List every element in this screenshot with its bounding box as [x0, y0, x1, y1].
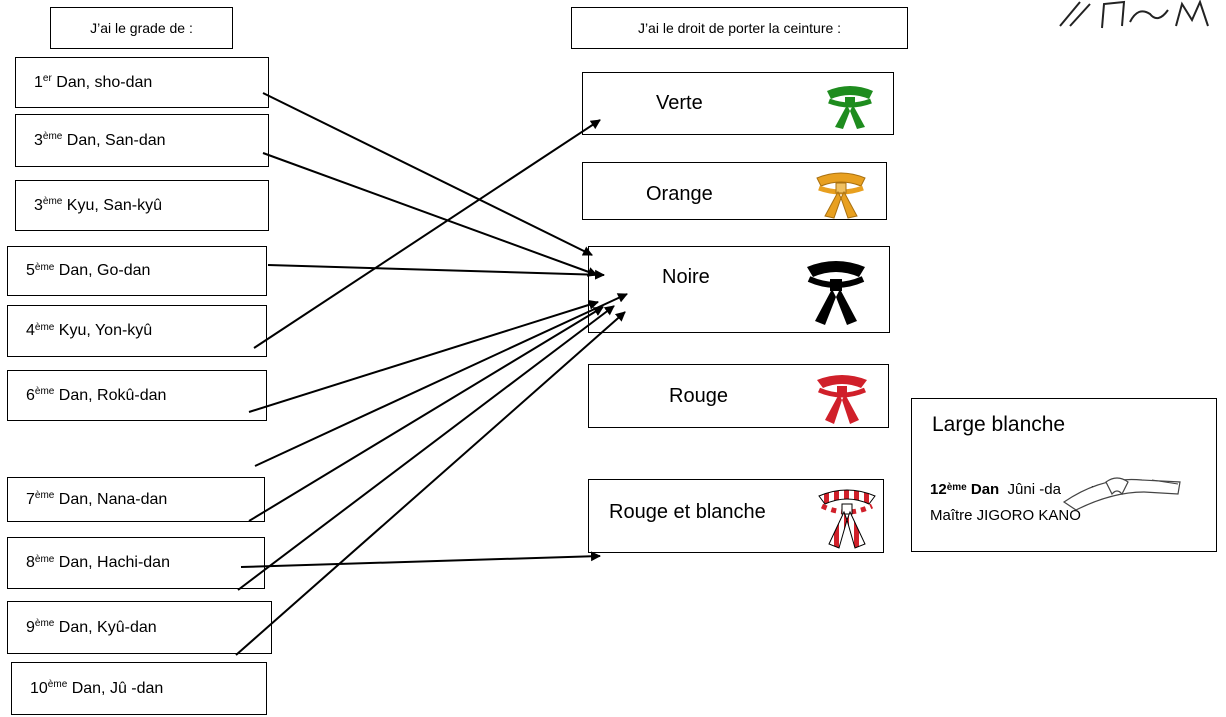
arrow-4eme-kyu-to-verte — [253, 119, 601, 349]
grade-suffix: ème — [34, 321, 55, 333]
belt-box-noire: Noire — [588, 246, 890, 333]
grade-number: 3 — [34, 196, 43, 214]
belt-label: Rouge — [669, 385, 728, 407]
grade-number: 4 — [26, 322, 35, 339]
grade-number: 7 — [26, 490, 35, 508]
red-white-belt-icon — [818, 489, 876, 549]
special-rank-text: Jûni -da — [999, 481, 1061, 498]
arrow-1er-dan-to-noire — [262, 92, 593, 256]
grade-text: Dan, Nana-dan — [54, 490, 168, 508]
grade-number: 3 — [34, 131, 43, 149]
belt-label: Orange — [646, 183, 713, 205]
special-rank-number: 12 — [930, 481, 947, 498]
grade-text: Dan, sho-dan — [51, 73, 153, 91]
grade-text: Dan, Rokû-dan — [54, 386, 167, 404]
grade-text: Dan, Jû -dan — [67, 679, 164, 697]
corner-sketch-logo — [1059, 0, 1209, 29]
belt-label: Noire — [662, 266, 710, 288]
arrow-6eme-dan-to-noire — [248, 299, 599, 413]
grade-suffix: ème — [34, 553, 55, 565]
belt-box-verte: Verte — [582, 72, 894, 135]
grade-number: 6 — [26, 386, 35, 404]
grade-suffix: ème — [34, 618, 55, 629]
grade-suffix: ème — [42, 196, 63, 207]
special-rank-dan: Dan — [966, 481, 1000, 498]
grade-suffix: ème — [34, 490, 55, 501]
grade-suffix: er — [42, 73, 52, 84]
grade-text: Kyu, Yon-kyû — [54, 322, 153, 339]
grade-number: 5 — [26, 262, 35, 279]
special-master-name: Maître JIGORO KANO — [930, 507, 1081, 524]
grade-column-header: J’ai le grade de : — [50, 7, 233, 49]
grade-suffix: ème — [34, 386, 55, 397]
belt-column-header: J’ai le droit de porter la ceinture : — [571, 7, 908, 49]
white-belt-icon — [1062, 477, 1181, 511]
special-title: Large blanche — [932, 413, 1066, 436]
grade-suffix: ème — [47, 679, 68, 690]
grade-text: Dan, Hachi-dan — [54, 554, 170, 571]
grade-suffix: ème — [42, 131, 63, 142]
black-belt-icon — [807, 261, 865, 325]
arrow-8eme-dan-to-noire — [237, 305, 615, 591]
white-belt-special-box: Large blanche 12ème Dan Jûni -dapou Maît… — [911, 398, 1217, 552]
arrow-7eme-dan-to-noire-b — [248, 306, 604, 522]
grade-number: 8 — [26, 554, 35, 571]
arrow-7eme-dan-to-noire-a — [254, 293, 628, 467]
grade-text: Dan, San-dan — [62, 131, 166, 149]
special-rank-suffix: ème — [946, 482, 967, 493]
belt-label: Rouge et blanche — [609, 501, 766, 523]
grade-text: Dan, Kyû-dan — [54, 618, 157, 636]
arrow-8eme-dan-to-rouge-et-blanche — [240, 551, 601, 568]
belt-label: Verte — [656, 92, 703, 114]
arrow-3eme-dan-to-noire — [262, 152, 598, 277]
red-belt-icon — [817, 375, 867, 424]
grade-suffix: ème — [34, 261, 55, 273]
arrow-5eme-dan-to-noire — [267, 264, 605, 280]
green-belt-icon — [827, 86, 873, 129]
grade-number: 1 — [34, 73, 43, 91]
belt-box-orange: Orange — [582, 162, 887, 220]
grade-text: Dan, Go-dan — [54, 262, 151, 279]
belt-box-rouge: Rouge — [588, 364, 889, 428]
grade-number: 9 — [26, 618, 35, 636]
arrow-10eme-dan-to-noire — [235, 311, 626, 656]
orange-belt-icon — [816, 172, 866, 219]
grade-text: Kyu, San-kyû — [62, 196, 162, 214]
grade-number: 10 — [30, 679, 48, 697]
belt-box-rouge-et-blanche: Rouge et blanche — [588, 479, 884, 553]
